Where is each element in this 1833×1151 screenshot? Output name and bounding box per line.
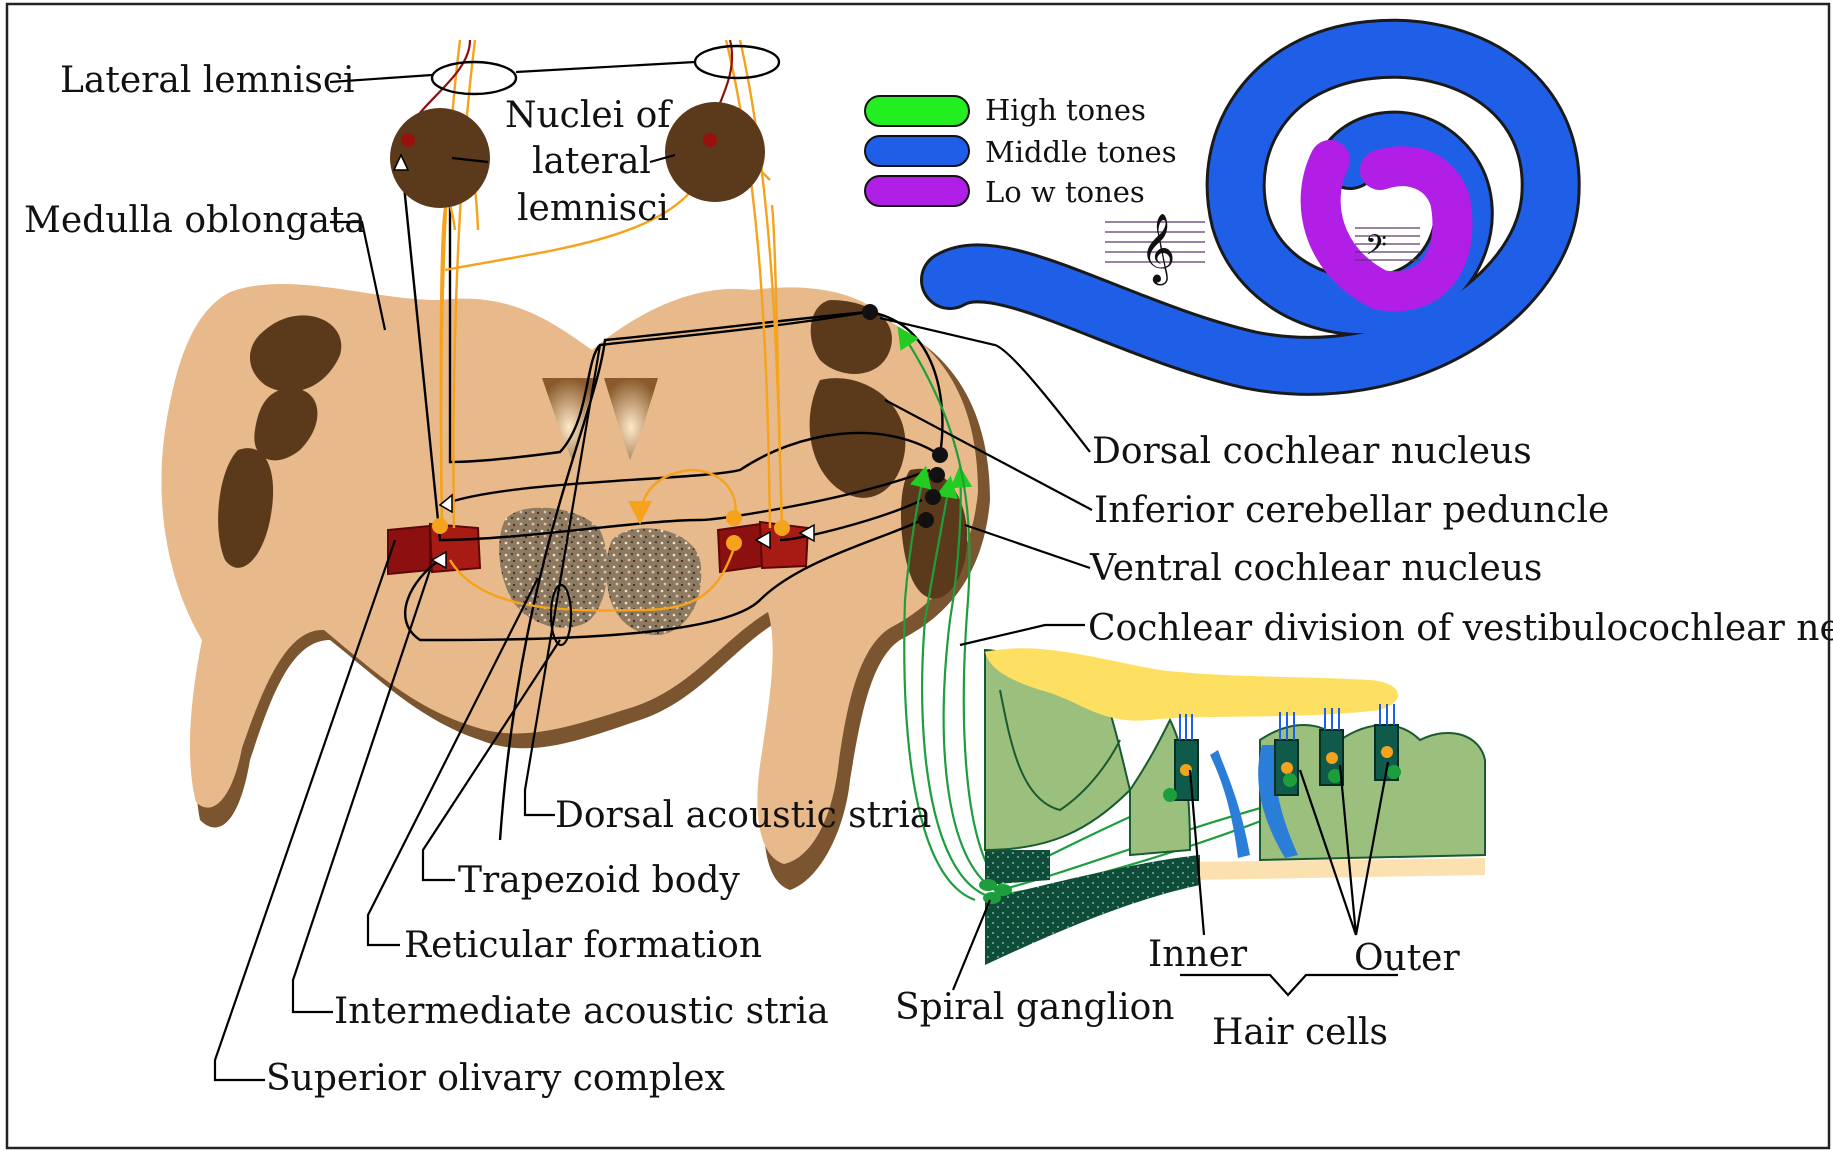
label-spiral-ganglion: Spiral ganglion bbox=[895, 987, 1174, 1028]
label-nuclei-line2: lateral bbox=[532, 141, 651, 182]
legend-label-high: High tones bbox=[985, 93, 1146, 127]
label-dorsal-cochlear-nucleus: Dorsal cochlear nucleus bbox=[1092, 431, 1532, 472]
label-inferior-cerebellar-peduncle: Inferior cerebellar peduncle bbox=[1094, 490, 1609, 531]
label-intermediate-acoustic-stria: Intermediate acoustic stria bbox=[334, 991, 829, 1032]
legend: High tones Middle tones Lo w tones bbox=[865, 93, 1177, 209]
legend-swatch-low bbox=[865, 176, 969, 206]
label-cochlear-division: Cochlear division of vestibulocochlear n… bbox=[1088, 608, 1833, 649]
label-nuclei-line1: Nuclei of bbox=[505, 95, 673, 136]
label-reticular-formation: Reticular formation bbox=[404, 925, 762, 966]
legend-swatch-high bbox=[865, 96, 969, 126]
label-medulla-oblongata: Medulla oblongata bbox=[24, 200, 366, 241]
nucleus-lateral-lemniscus-left bbox=[390, 108, 490, 208]
label-ventral-cochlear-nucleus: Ventral cochlear nucleus bbox=[1089, 548, 1542, 589]
legend-swatch-middle bbox=[865, 136, 969, 166]
bass-clef-icon: 𝄢 bbox=[1365, 229, 1387, 269]
legend-label-low: Lo w tones bbox=[985, 175, 1145, 209]
label-dorsal-acoustic-stria: Dorsal acoustic stria bbox=[555, 795, 931, 836]
superior-olivary-complex-left bbox=[388, 526, 430, 574]
label-superior-olivary-complex: Superior olivary complex bbox=[266, 1058, 725, 1099]
label-lateral-lemnisci: Lateral lemnisci bbox=[60, 60, 355, 101]
nucleus-lateral-lemniscus-right bbox=[665, 102, 765, 202]
label-outer: Outer bbox=[1354, 938, 1460, 979]
label-inner: Inner bbox=[1148, 934, 1248, 975]
legend-label-middle: Middle tones bbox=[985, 135, 1177, 169]
label-nuclei-line3: lemnisci bbox=[517, 188, 669, 229]
label-hair-cells: Hair cells bbox=[1212, 1012, 1388, 1053]
treble-clef-icon: 𝄞 bbox=[1140, 213, 1175, 285]
label-trapezoid-body: Trapezoid body bbox=[458, 860, 740, 901]
